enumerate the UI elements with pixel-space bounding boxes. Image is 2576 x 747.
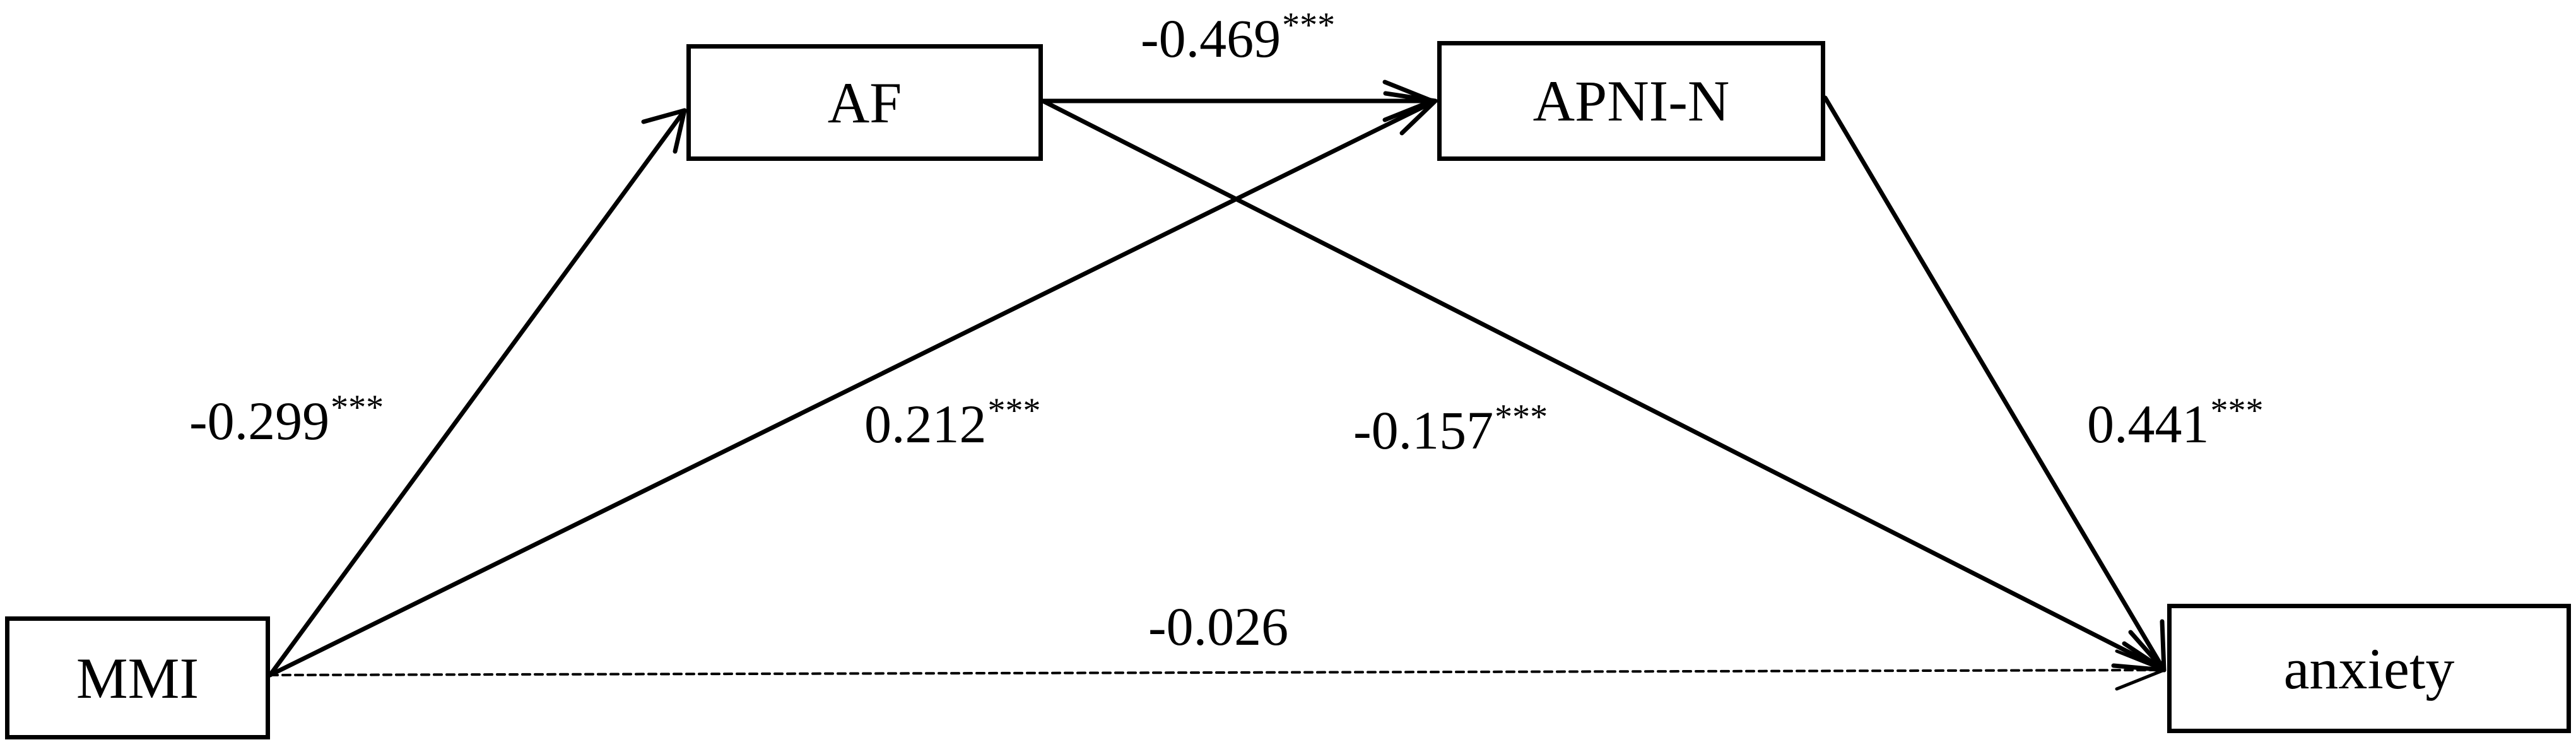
coef-mmi-to-af-value: -0.299: [189, 391, 330, 451]
coef-af-to-apni: -0.469***: [1141, 8, 1335, 66]
coef-mmi-to-apni-sig: ***: [987, 391, 1041, 430]
node-af: AF: [686, 44, 1043, 161]
coef-af-to-anxiety-sig: ***: [1495, 397, 1548, 437]
coef-mmi-to-apni-value: 0.212: [864, 394, 987, 454]
coef-apni-to-anxiety-sig: ***: [2210, 391, 2264, 430]
arrowhead-mmi-to-apni: [1383, 91, 1438, 136]
arrow-mmi-to-af: [268, 108, 687, 678]
coef-mmi-to-anxiety-value: -0.026: [1148, 596, 1289, 657]
arrow-af-to-anxiety: [1040, 98, 2167, 673]
coef-apni-to-anxiety: 0.441***: [2087, 393, 2264, 451]
coef-mmi-to-anxiety: -0.026: [1148, 599, 1288, 654]
coef-af-to-apni-value: -0.469: [1141, 8, 1281, 69]
node-apni-n: APNI-N: [1437, 41, 1825, 161]
arrow-mmi-to-apni: [268, 98, 1438, 678]
arrowhead-mmi-to-af: [641, 108, 687, 154]
coef-af-to-anxiety-value: -0.157: [1353, 400, 1494, 461]
coef-mmi-to-af-sig: ***: [331, 388, 384, 427]
coef-apni-to-anxiety-value: 0.441: [2087, 394, 2209, 454]
coef-mmi-to-apni: 0.212***: [864, 393, 1041, 451]
coef-af-to-apni-sig: ***: [1282, 6, 1336, 45]
node-mmi-label: MMI: [76, 645, 199, 710]
coef-mmi-to-af: -0.299***: [189, 390, 384, 448]
arrowhead-mmi-to-anxiety: [2115, 649, 2166, 691]
node-apni-n-label: APNI-N: [1532, 69, 1730, 133]
node-anxiety-label: anxiety: [2283, 636, 2455, 701]
arrow-apni-to-anxiety: [1823, 95, 2167, 673]
node-af-label: AF: [827, 70, 902, 135]
coef-af-to-anxiety: -0.157***: [1353, 399, 1548, 457]
node-anxiety: anxiety: [2167, 604, 2571, 733]
node-mmi: MMI: [5, 616, 270, 739]
arrow-mmi-to-anxiety: [269, 669, 2165, 676]
